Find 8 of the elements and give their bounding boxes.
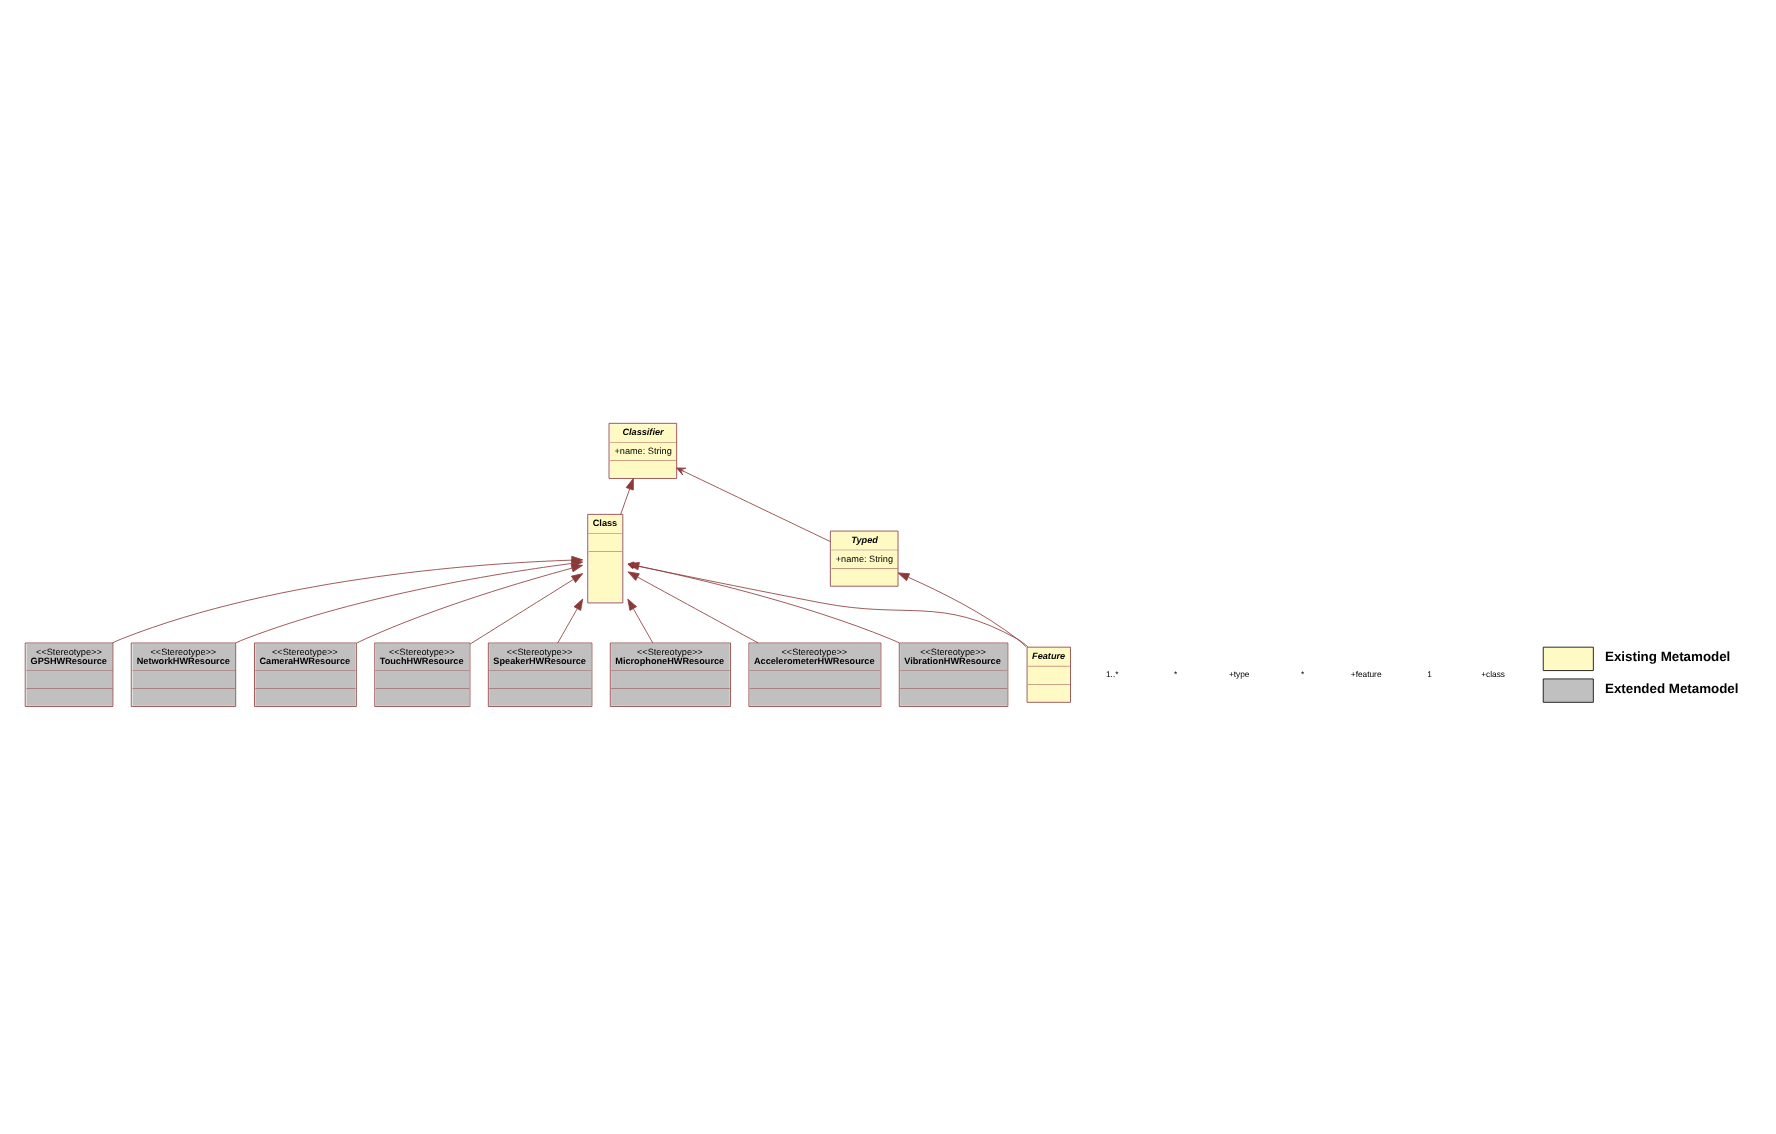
arrow (627, 571, 759, 644)
arrow (897, 572, 1027, 648)
arrow (469, 573, 584, 645)
arrow (557, 598, 584, 644)
arrow (620, 478, 634, 515)
arrow (356, 564, 583, 644)
arrow (676, 467, 831, 542)
arrow (627, 598, 654, 644)
